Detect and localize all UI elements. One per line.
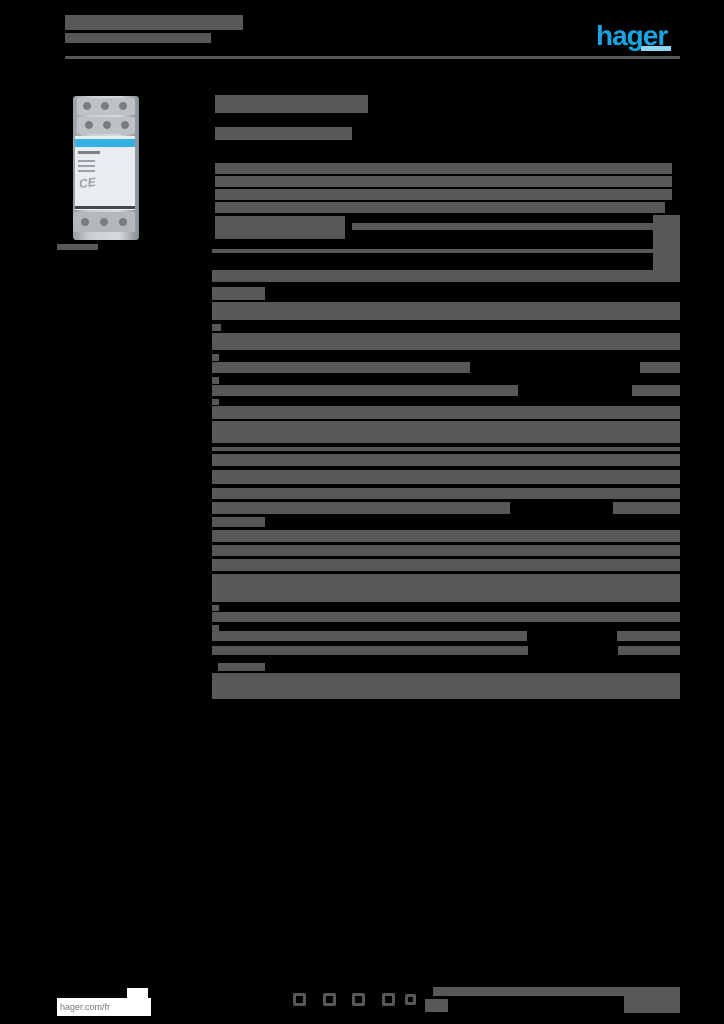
bottom-terminal-row: [73, 212, 135, 232]
footer-tab: [425, 999, 448, 1012]
spec-row: [212, 362, 470, 373]
spec-row: [212, 502, 510, 514]
spec-row: [212, 333, 680, 350]
description-line-4: [215, 202, 665, 213]
module-text-line: [78, 160, 95, 162]
terminal-screw: [121, 121, 129, 129]
spec-row: [212, 612, 680, 622]
spec-label: [212, 354, 219, 361]
spec-row: [212, 454, 680, 466]
footer-notch: [127, 988, 148, 999]
reference-detail-line: [352, 223, 654, 230]
spec-value: [617, 631, 680, 641]
page-number-box: [624, 996, 680, 1013]
spec-row: [212, 406, 680, 419]
spec-row: [212, 559, 680, 571]
terminal-screw: [101, 102, 109, 110]
spec-label: [212, 399, 219, 405]
terminal-screw: [119, 218, 127, 226]
module-reference-text: [78, 151, 100, 154]
social-icon-3[interactable]: [352, 993, 365, 1006]
spec-row: [212, 545, 680, 556]
social-icon-4[interactable]: [382, 993, 395, 1006]
header-rule: [65, 56, 680, 59]
spec-label: [212, 517, 265, 527]
doc-title-line-2: [65, 33, 211, 43]
top-terminal-row-2: [77, 117, 135, 134]
subsection-heading: [218, 663, 265, 671]
spec-row: [212, 385, 518, 396]
description-line-2: [215, 176, 672, 187]
spec-row: [212, 488, 680, 499]
spec-value: [632, 385, 680, 396]
blue-label-stripe: [75, 139, 135, 147]
product-subtitle: [215, 127, 352, 140]
module-text-line: [78, 165, 95, 167]
spec-row: [212, 421, 680, 443]
terminal-screw: [100, 218, 108, 226]
footer-rule-bar: [433, 987, 680, 996]
terminal-screw: [83, 102, 91, 110]
spec-row: [212, 574, 680, 602]
spec-value: [613, 502, 680, 514]
spec-label: [212, 324, 221, 331]
logo-tagline-bar: [641, 46, 671, 51]
spec-row: [212, 646, 528, 655]
description-line-3: [215, 189, 672, 200]
doc-title-line-1: [65, 15, 243, 30]
reference-number-large: [215, 216, 345, 239]
terminal-screw: [81, 218, 89, 226]
module-text-line: [78, 170, 95, 172]
social-icon-1[interactable]: [293, 993, 306, 1006]
product-title: [215, 95, 368, 113]
spec-value: [618, 646, 680, 655]
spec-row: [212, 470, 680, 484]
spec-label: [212, 287, 265, 300]
spec-label: [212, 377, 219, 384]
social-icon-5[interactable]: [405, 994, 416, 1005]
spec-label: [212, 605, 219, 611]
note-paragraph: [212, 673, 680, 699]
spec-row: [212, 302, 680, 320]
module-front-face: CE: [75, 136, 135, 210]
hager-logo: hager: [596, 20, 668, 51]
social-icon-2[interactable]: [323, 993, 336, 1006]
terminal-screw: [119, 102, 127, 110]
photo-caption: [57, 244, 98, 250]
spec-row: [212, 631, 527, 641]
product-photo: CE: [57, 86, 175, 244]
footer-website-link[interactable]: hager.com/fr: [57, 998, 151, 1016]
spec-value: [640, 362, 680, 373]
spec-row: [212, 270, 680, 282]
top-terminal-row-1: [77, 98, 135, 115]
section-rule-1: [212, 249, 655, 253]
spec-label: [212, 625, 219, 631]
module-bottom-edge: [75, 206, 135, 209]
description-line-1: [215, 163, 672, 174]
section-rule-2: [212, 447, 680, 451]
spec-row: [212, 530, 680, 542]
terminal-screw: [103, 121, 111, 129]
side-info-box: [653, 215, 680, 272]
ce-marking-text: CE: [78, 174, 97, 192]
terminal-screw: [85, 121, 93, 129]
